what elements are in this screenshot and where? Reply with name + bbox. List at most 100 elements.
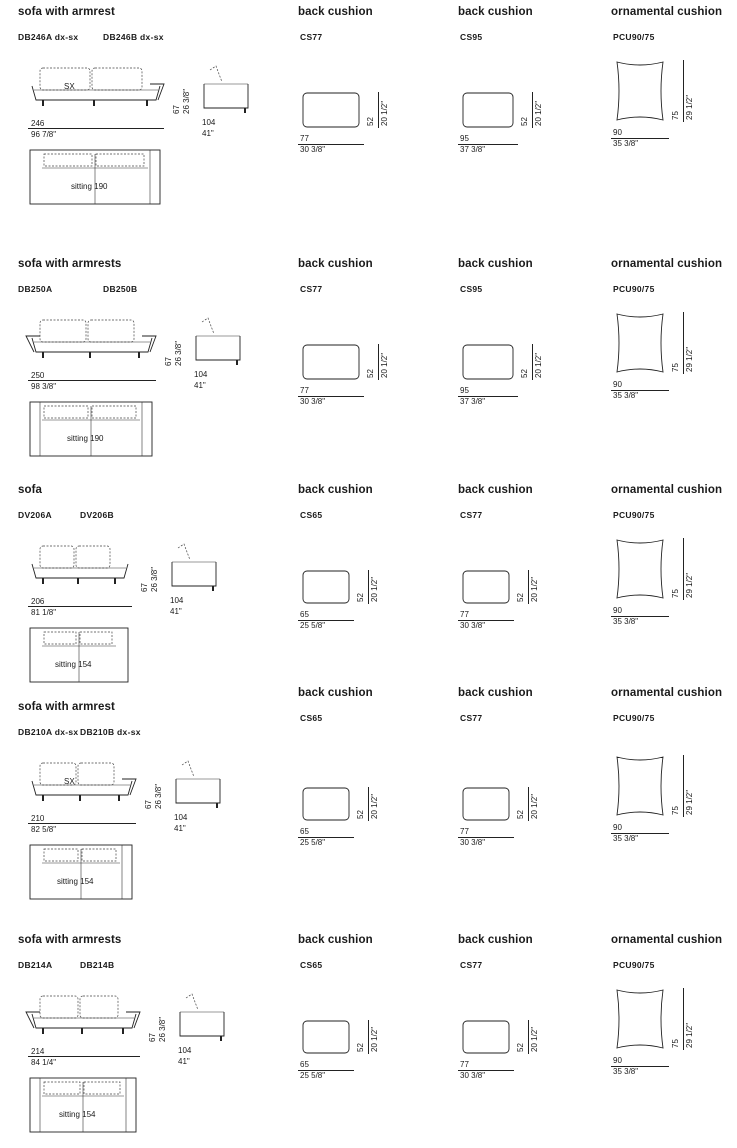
- c2-height-in: 20 1/2": [534, 352, 543, 378]
- c2-height-cm: 52: [516, 1043, 525, 1052]
- cushion-width-line: [611, 390, 669, 391]
- cushion-width-line: [458, 837, 514, 838]
- c1-height-in: 20 1/2": [370, 1026, 379, 1052]
- c2-height-in: 20 1/2": [530, 1026, 539, 1052]
- sofa-width-in: 81 1/8": [31, 608, 57, 617]
- c3-width-cm: 90: [613, 823, 622, 832]
- c1-width-cm: 65: [300, 827, 309, 836]
- sofa-width-in: 96 7/8": [31, 130, 57, 139]
- sofa-title: sofa: [18, 484, 43, 496]
- sofa-side-view: [179, 993, 225, 1041]
- sofa-width-cm: 214: [31, 1047, 45, 1056]
- c2-width-cm: 95: [460, 134, 469, 143]
- c2-width-in: 37 3/8": [460, 145, 486, 154]
- back-cushion-drawing: [462, 344, 514, 380]
- c2-cushion-title: back cushion: [458, 6, 533, 18]
- c1-width-in: 30 3/8": [300, 397, 326, 406]
- sofa-code-a: DV206A: [18, 510, 52, 520]
- cushion-width-line: [298, 837, 354, 838]
- cushion-height-line: [683, 988, 684, 1050]
- back-cushion-drawing: [302, 570, 350, 604]
- c3-cushion-code: PCU90/75: [613, 510, 655, 520]
- c1-width-cm: 65: [300, 1060, 309, 1069]
- c3-width-in: 35 3/8": [613, 139, 639, 148]
- c1-cushion-code: CS65: [300, 713, 323, 723]
- c1-height-in: 20 1/2": [370, 793, 379, 819]
- c1-width-in: 30 3/8": [300, 145, 326, 154]
- sofa-title: sofa with armrests: [18, 258, 122, 270]
- c3-height-cm: 75: [671, 111, 680, 120]
- c3-width-cm: 90: [613, 128, 622, 137]
- c2-cushion-title: back cushion: [458, 484, 533, 496]
- sofa-code-a: DB250A: [18, 284, 53, 294]
- sofa-height-cm: 67: [172, 105, 181, 114]
- back-cushion-drawing: [302, 344, 360, 380]
- sofa-title: sofa with armrest: [18, 6, 115, 18]
- c2-width-in: 30 3/8": [460, 621, 486, 630]
- sofa-front-view: [25, 319, 157, 358]
- sofa-side-view: [171, 543, 217, 591]
- sofa-code-b: DB250B: [103, 284, 138, 294]
- sofa-depth-in: 41": [178, 1057, 190, 1066]
- cushion-height-line: [378, 92, 379, 128]
- c2-height-cm: 52: [516, 593, 525, 602]
- back-cushion-drawing: [302, 787, 350, 821]
- c3-height-in: 29 1/2": [685, 346, 694, 372]
- c1-cushion-title: back cushion: [298, 484, 373, 496]
- cushion-height-line: [683, 755, 684, 817]
- c2-height-cm: 52: [520, 117, 529, 126]
- cushion-width-line: [298, 396, 364, 397]
- sofa-top-view: [29, 1077, 137, 1133]
- c2-height-cm: 52: [516, 810, 525, 819]
- sofa-front-view: [31, 762, 137, 801]
- sofa-height-in: 26 3/8": [182, 88, 191, 114]
- cushion-width-line: [458, 144, 518, 145]
- c2-cushion-code: CS95: [460, 284, 483, 294]
- c2-cushion-code: CS77: [460, 713, 483, 723]
- c2-height-cm: 52: [520, 369, 529, 378]
- c1-width-in: 25 5/8": [300, 621, 326, 630]
- c3-cushion-code: PCU90/75: [613, 284, 655, 294]
- c1-height-cm: 52: [366, 369, 375, 378]
- c2-height-in: 20 1/2": [530, 793, 539, 819]
- cushion-height-line: [368, 787, 369, 821]
- c3-cushion-code: PCU90/75: [613, 960, 655, 970]
- cushion-height-line: [532, 344, 533, 380]
- c3-height-in: 29 1/2": [685, 572, 694, 598]
- cushion-height-line: [683, 538, 684, 600]
- cushion-width-line: [298, 144, 364, 145]
- sofa-height-in: 26 3/8": [150, 566, 159, 592]
- armrest-side-label: SX: [64, 82, 75, 91]
- c2-cushion-code: CS95: [460, 32, 483, 42]
- c3-height-cm: 75: [671, 363, 680, 372]
- c1-width-cm: 65: [300, 610, 309, 619]
- c2-width-cm: 77: [460, 1060, 469, 1069]
- c3-cushion-title: ornamental cushion: [611, 934, 723, 946]
- cushion-width-line: [611, 833, 669, 834]
- c1-height-in: 20 1/2": [380, 352, 389, 378]
- c1-height-cm: 52: [356, 593, 365, 602]
- sofa-code-b: DB214B: [80, 960, 115, 970]
- c1-cushion-code: CS77: [300, 284, 323, 294]
- sofa-top-view: [29, 401, 153, 457]
- c2-cushion-title: back cushion: [458, 687, 533, 699]
- sofa-code-a: DB214A: [18, 960, 53, 970]
- c3-height-in: 29 1/2": [685, 789, 694, 815]
- sofa-code-a: DB210A dx-sx: [18, 727, 79, 737]
- sitting-width-label: sitting 154: [57, 877, 94, 886]
- c3-cushion-title: ornamental cushion: [611, 687, 723, 699]
- c2-height-in: 20 1/2": [530, 576, 539, 602]
- c2-width-in: 30 3/8": [460, 838, 486, 847]
- c3-cushion-title: ornamental cushion: [611, 258, 723, 270]
- c3-height-cm: 75: [671, 1039, 680, 1048]
- sofa-side-view: [203, 65, 249, 113]
- c1-height-in: 20 1/2": [380, 100, 389, 126]
- c2-cushion-title: back cushion: [458, 258, 533, 270]
- back-cushion-drawing: [302, 1020, 350, 1054]
- cushion-height-line: [528, 787, 529, 821]
- c3-height-in: 29 1/2": [685, 1022, 694, 1048]
